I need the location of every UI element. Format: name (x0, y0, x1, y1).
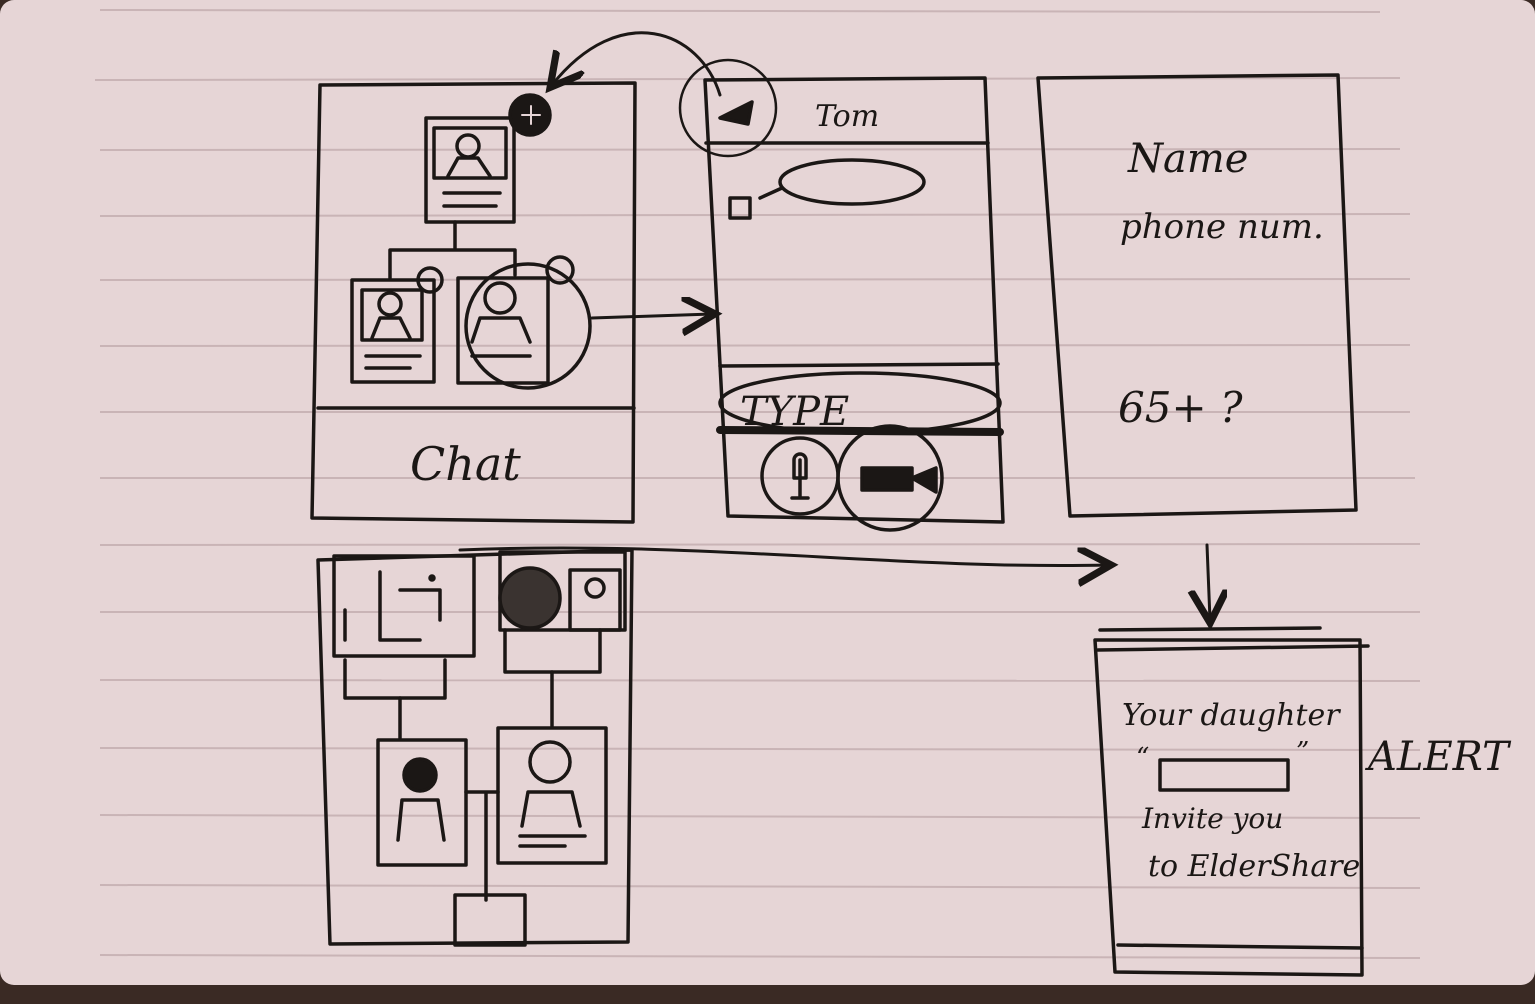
chat-tab-label: Chat (410, 437, 521, 491)
phone-label: phone num. (1120, 207, 1324, 247)
alert-line-1: Your daughter (1122, 698, 1341, 733)
contact-name: Tom (815, 99, 879, 134)
page-binding (0, 985, 1535, 1004)
video-camera-icon (862, 468, 912, 490)
alert-quote-close: ” (1296, 737, 1309, 767)
alert-line-2: Invite you (1141, 802, 1283, 835)
add-member-icon[interactable] (510, 95, 550, 135)
name-label: Name (1127, 136, 1248, 182)
age-question: 65+ ? (1118, 383, 1243, 432)
chat-tab[interactable]: Chat (410, 437, 521, 491)
alert-quote-open: “ (1136, 743, 1149, 773)
alert-line-3: to ElderShare (1148, 849, 1360, 884)
alert-annotation: ALERT (1364, 734, 1512, 780)
